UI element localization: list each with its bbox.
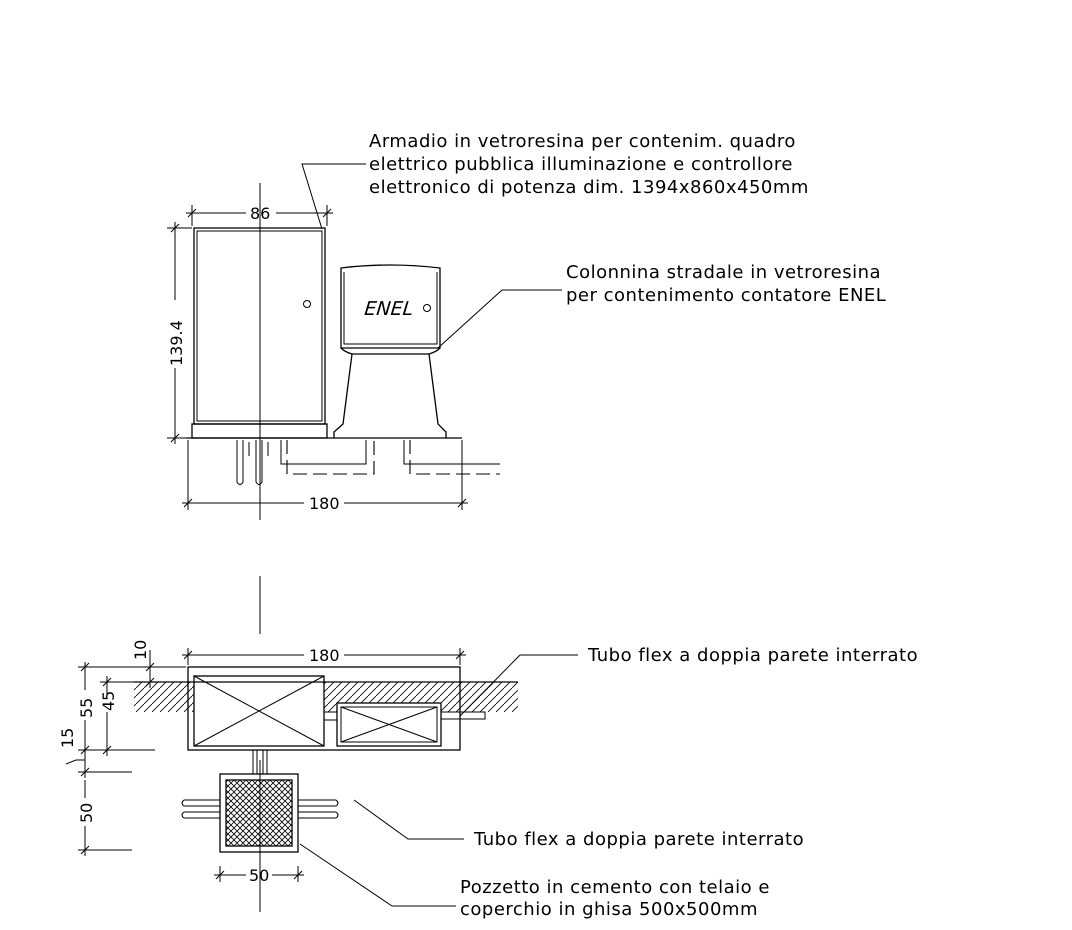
section-view: 180 50 [58, 576, 578, 912]
dim-cabinet-height [167, 222, 192, 444]
tube-note-upper: Tubo flex a doppia parete interrato [587, 645, 918, 666]
dim-depth-45-label: 45 [99, 691, 118, 711]
dim-depth-50-label: 50 [77, 803, 96, 823]
column-note-line-2: per contenimento contatore ENEL [566, 285, 886, 306]
dim-depth-55-label: 55 [77, 698, 96, 718]
column-footprint [324, 702, 442, 747]
dashed-tubes [280, 440, 500, 475]
cabinet-lock-icon [303, 300, 311, 308]
dim-depth-15-label: 15 [58, 728, 77, 748]
manhole-pipes [252, 750, 268, 774]
dim-base-plan [182, 648, 466, 665]
dim-depth-10-label: 10 [131, 640, 150, 660]
enel-column [333, 264, 447, 438]
dim-cabinet-width [186, 205, 333, 226]
dim-manhole [214, 866, 304, 882]
tube-note-lower: Tubo flex a doppia parete interrato [473, 829, 804, 850]
enel-label: ENEL [363, 298, 414, 320]
cabinet-note-line-2: elettrico pubblica illuminazione e contr… [369, 154, 793, 175]
dim-base-elevation-label: 180 [309, 494, 340, 513]
manhole-leader [299, 843, 456, 907]
cabinet-note-line-1: Armadio in vetroresina per contenim. qua… [369, 131, 796, 152]
manhole-note-line-2: coperchio in ghisa 500x500mm [460, 899, 758, 920]
manhole-note-line-1: Pozzetto in cemento con telaio e [460, 877, 770, 898]
tube-lower-leader [353, 799, 464, 840]
column-lock-icon [423, 304, 431, 312]
tube-right [440, 711, 486, 720]
elevation-view: ENEL 86 [167, 163, 562, 520]
dim-depth-stack [65, 650, 186, 856]
column-note-line-1: Colonnina stradale in vetroresina [566, 262, 881, 283]
column-leader [437, 289, 562, 349]
manhole-side-pipes [181, 799, 339, 819]
dim-base-elevation [182, 440, 468, 510]
dim-cabinet-width-label: 86 [250, 204, 270, 223]
cabinet-cables [236, 440, 269, 485]
dim-base-plan-label: 180 [309, 646, 340, 665]
cabinet-note-line-3: elettronico di potenza dim. 1394x860x450… [369, 177, 809, 198]
tube-upper-leader [459, 654, 578, 717]
dim-cabinet-height-label: 139.4 [167, 320, 186, 366]
base-slab-section [187, 666, 461, 751]
dim-manhole-label: 50 [249, 866, 269, 885]
manhole [219, 773, 299, 853]
cabinet-leader [301, 163, 366, 230]
cabinet-footprint [193, 675, 325, 747]
